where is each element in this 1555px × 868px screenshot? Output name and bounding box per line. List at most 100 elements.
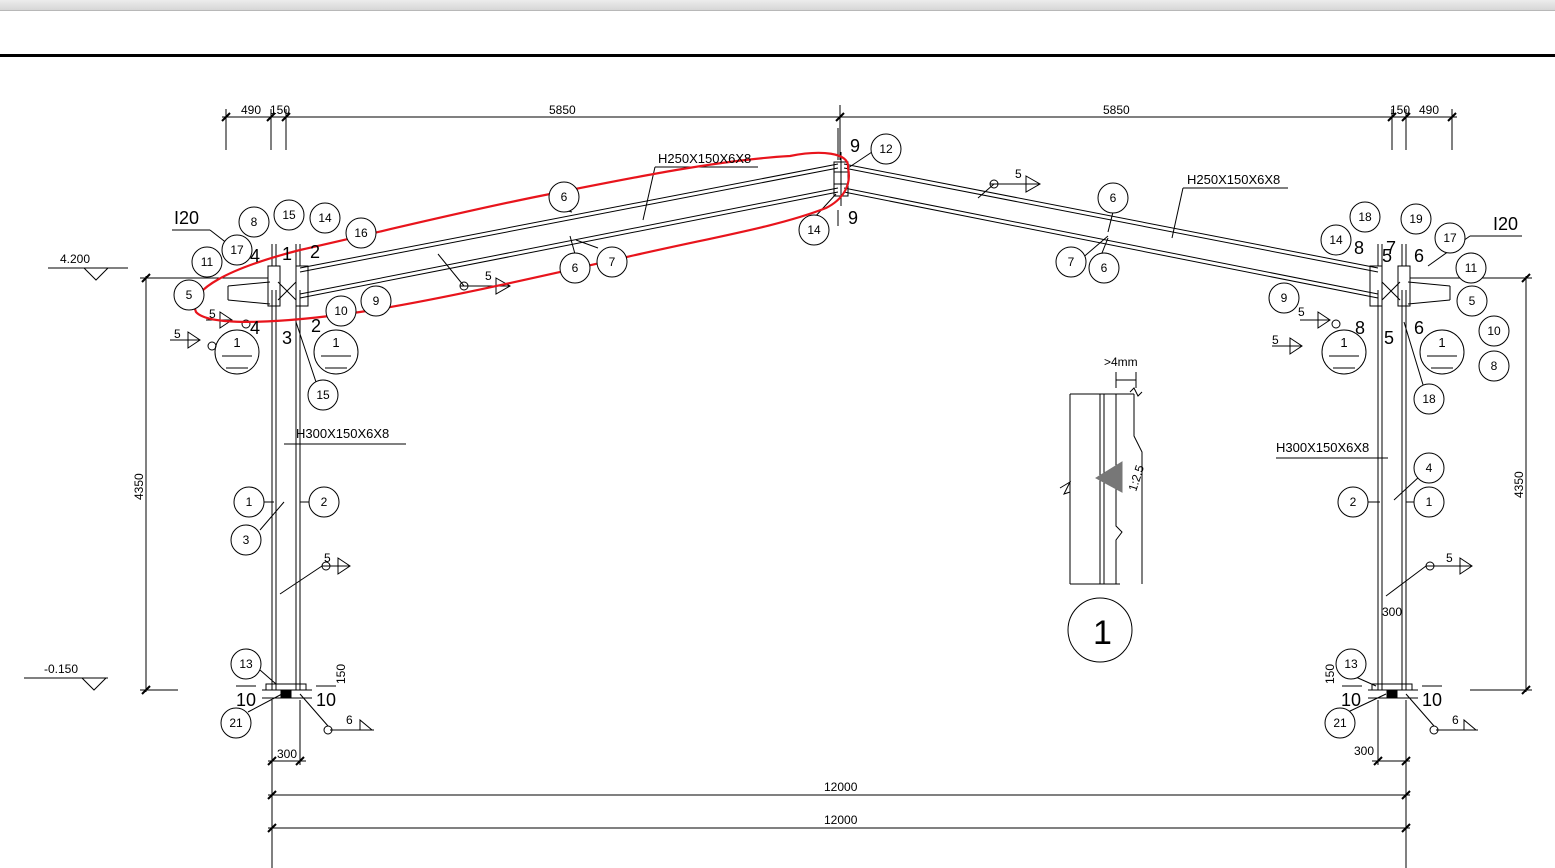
section-texts: H250X150X6X8 H250X150X6X8 H300X150X6X8 H… — [174, 151, 1518, 455]
mark-texts: 9 9 5 5 5 5 6 6 5 5 5 5 4 1 2 4 3 2 8 7 … — [174, 136, 1459, 727]
balloon-lk-5: 5 — [173, 279, 205, 311]
balloon-circle — [173, 279, 205, 311]
balloon-circle — [1088, 252, 1120, 284]
section-column-right: H300X150X6X8 — [1276, 440, 1369, 455]
balloon-number: 14 — [318, 211, 332, 225]
balloon-number: 13 — [239, 657, 253, 671]
balloon-lc-2: 2 — [308, 486, 340, 518]
balloon-circle — [1097, 182, 1129, 214]
detail-slope: 1:2.5 — [1126, 463, 1148, 493]
balloon-apex-12: 12 — [870, 133, 902, 165]
knee-left-cut-2b: 2 — [311, 316, 321, 336]
dim-span-right: 5850 — [1103, 103, 1130, 117]
balloon-number: 6 — [1110, 191, 1117, 205]
balloon-rk-9: 9 — [1268, 282, 1300, 314]
balloon-number: 14 — [807, 223, 821, 237]
balloon-rk-sec1b: 1 — [1438, 335, 1445, 350]
balloon-circle — [559, 252, 591, 284]
section-rafter-right: H250X150X6X8 — [1187, 172, 1280, 187]
base-cut-left-b: 10 — [316, 690, 336, 710]
base-cut-right-a: 10 — [1341, 690, 1361, 710]
balloon-number: 14 — [1329, 233, 1343, 247]
weld-symbols — [170, 175, 1478, 735]
balloon-rk-sec1a: 1 — [1340, 335, 1347, 350]
base-cut-left-a: 10 — [236, 690, 256, 710]
balloon-number: 1 — [332, 335, 339, 350]
balloon-lr-6a: 6 — [548, 181, 580, 213]
balloon-lc-3: 3 — [230, 524, 262, 556]
balloon-number: 6 — [572, 261, 579, 275]
right-column — [1368, 290, 1418, 699]
left-rafter — [299, 163, 839, 299]
knee-left-cut-4a: 4 — [250, 246, 260, 266]
balloon-lk-16: 16 — [345, 217, 377, 249]
bottom-dimensions — [267, 700, 1411, 868]
balloon-number: 11 — [1465, 261, 1478, 275]
balloon-number: 19 — [1409, 212, 1423, 226]
balloon-number: 12 — [879, 142, 893, 156]
weld-size-col-right: 5 — [1446, 551, 1453, 565]
balloon-rk-18b: 18 — [1413, 383, 1445, 415]
dimension-texts: 490 150 5850 5850 150 490 12000 12000 30… — [44, 103, 1526, 827]
balloon-number: 18 — [1358, 210, 1372, 224]
knee-right-cut-5: 5 — [1384, 328, 1394, 348]
balloon-circle — [307, 379, 339, 411]
balloon-circle — [221, 234, 253, 266]
dim-height-left: 4350 — [132, 473, 146, 500]
balloon-number: 3 — [243, 533, 250, 547]
dim-total-2: 12000 — [824, 813, 858, 827]
dim-490-left: 490 — [241, 103, 261, 117]
knee-right-cut-8b: 8 — [1355, 318, 1365, 338]
knee-left-cut-3: 3 — [282, 328, 292, 348]
left-column — [262, 290, 312, 699]
section-purlin-left: I20 — [174, 208, 199, 228]
balloon-circle — [238, 206, 270, 238]
balloon-lb-21: 21 — [220, 707, 252, 739]
balloon-lk-8: 8 — [238, 206, 270, 238]
dim-490-right: 490 — [1419, 103, 1439, 117]
balloon-lb-13: 13 — [230, 648, 262, 680]
balloon-lk-11: 11 — [191, 246, 223, 278]
weld-size-base-left: 6 — [346, 713, 353, 727]
balloon-number: 10 — [334, 304, 348, 318]
balloon-circle — [1268, 282, 1300, 314]
balloon-circle — [596, 246, 628, 278]
balloon-number: 11 — [201, 255, 214, 269]
balloon-number: 1 — [1438, 335, 1445, 350]
balloon-rk-5: 5 — [1456, 285, 1488, 317]
balloon-circle — [309, 202, 341, 234]
balloon-circle — [1478, 315, 1510, 347]
balloon-lk-15a: 15 — [273, 199, 305, 231]
height-dimensions — [140, 273, 1532, 695]
knee-left-cut-2a: 2 — [310, 242, 320, 262]
dim-base-150-right: 150 — [1323, 664, 1337, 684]
balloon-number: 2 — [1350, 495, 1357, 509]
balloon-circle — [1456, 285, 1488, 317]
dim-base-150-left: 150 — [334, 664, 348, 684]
dim-150-left: 150 — [270, 103, 290, 117]
knee-right-cut-8: 8 — [1354, 238, 1364, 258]
splice-detail — [1059, 372, 1143, 663]
weld-size-knee-left-a: 5 — [174, 327, 181, 341]
balloon-number: 5 — [186, 288, 193, 302]
section-rafter-left: H250X150X6X8 — [658, 151, 751, 166]
balloon-number: 17 — [230, 243, 244, 257]
dim-col-300-right: 300 — [1382, 605, 1402, 619]
knee-right-cut-7: 7 — [1386, 238, 1396, 258]
balloon-circle — [325, 295, 357, 327]
dim-150-right: 150 — [1390, 103, 1410, 117]
balloon-number: 1 — [1426, 495, 1433, 509]
balloon-number: 8 — [1491, 359, 1498, 373]
balloon-lk-9: 9 — [360, 285, 392, 317]
balloon-number: 17 — [1443, 231, 1457, 245]
knee-right-cut-6b: 6 — [1414, 318, 1424, 338]
red-markup-ellipse — [193, 151, 850, 323]
balloon-circle — [1434, 222, 1466, 254]
weld-size-knee-right-b: 5 — [1298, 305, 1305, 319]
balloon-number: 5 — [1469, 294, 1476, 308]
balloon-circle — [1320, 224, 1352, 256]
balloon-number: 9 — [373, 294, 380, 308]
knee-right-cut-5a: 5 — [1382, 246, 1392, 266]
balloon-rk-11: 11 — [1455, 252, 1487, 284]
balloon-lk-17: 17 — [221, 234, 253, 266]
